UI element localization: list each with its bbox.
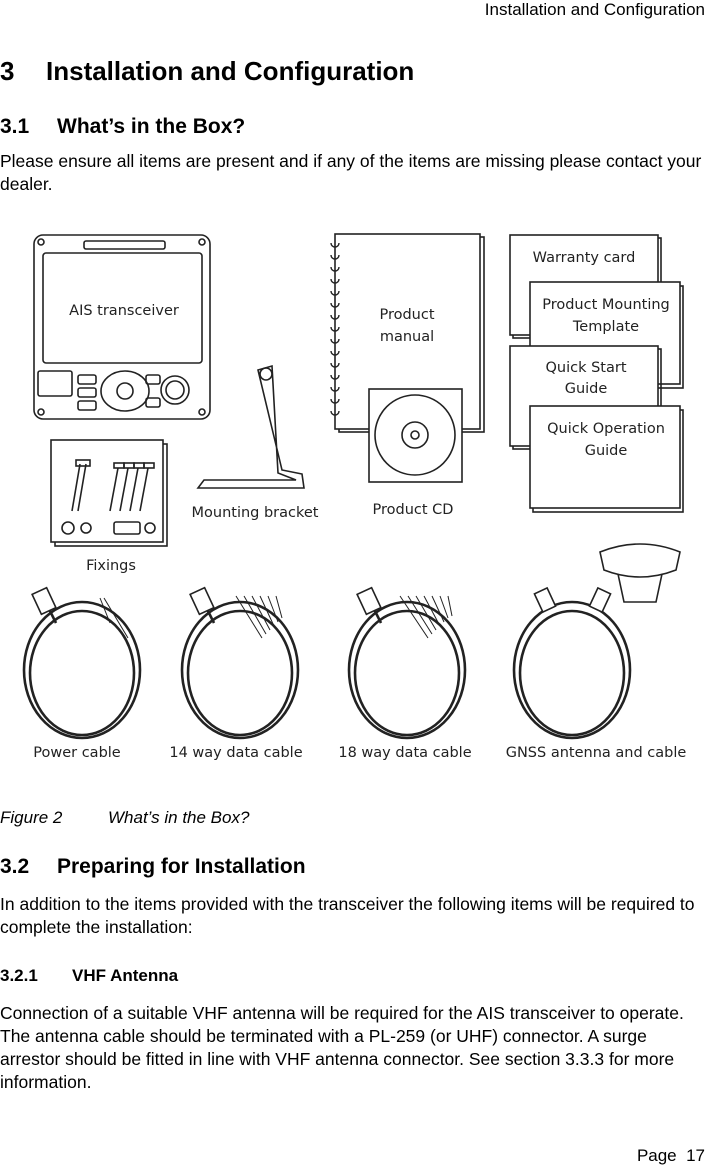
label-quick-operation-1: Quick Operation bbox=[547, 421, 665, 437]
label-quick-start-2: Guide bbox=[565, 381, 608, 397]
label-gnss-antenna-cable: GNSS antenna and cable bbox=[506, 745, 687, 761]
gnss-antenna-cable-illustration bbox=[512, 600, 632, 740]
section-3-2-body: In addition to the items provided with t… bbox=[0, 894, 695, 937]
label-quick-start-1: Quick Start bbox=[545, 360, 626, 376]
section-title: What’s in the Box? bbox=[57, 115, 246, 138]
section-3-1-body: Please ensure all items are present and … bbox=[0, 151, 702, 194]
mounting-bracket-illustration bbox=[196, 364, 305, 489]
quick-operation-guide-illustration bbox=[529, 405, 684, 513]
chapter-heading: 3 Installation and Configuration bbox=[0, 56, 414, 87]
gnss-antenna-dome bbox=[599, 543, 681, 603]
figure-caption: Figure 2 What’s in the Box? bbox=[0, 808, 249, 828]
label-product-manual-1: Product bbox=[379, 307, 434, 323]
chapter-number: 3 bbox=[0, 56, 15, 86]
data-cable-14-way-illustration bbox=[180, 595, 300, 740]
data-cable-18-way-illustration bbox=[347, 595, 467, 740]
subsection-number: 3.2.1 bbox=[0, 966, 38, 985]
label-power-cable: Power cable bbox=[33, 745, 121, 761]
power-cable-illustration bbox=[22, 597, 142, 740]
product-cd-illustration bbox=[368, 388, 463, 483]
chapter-title: Installation and Configuration bbox=[46, 56, 415, 86]
label-mounting-template-2: Template bbox=[572, 319, 639, 335]
figure-caption-label: Figure 2 bbox=[0, 808, 63, 827]
label-fixings: Fixings bbox=[86, 558, 136, 574]
section-heading-3-1: 3.1 What’s in the Box? bbox=[0, 115, 245, 139]
label-product-cd: Product CD bbox=[373, 502, 454, 518]
label-14-way-data-cable: 14 way data cable bbox=[169, 745, 302, 761]
page-number: Page 17 bbox=[636, 1146, 705, 1165]
figure-caption-text: What’s in the Box? bbox=[108, 808, 250, 827]
section-number: 3.2 bbox=[0, 855, 30, 878]
whats-in-the-box-figure: AIS transceiver Product manual Warranty … bbox=[22, 233, 687, 761]
label-18-way-data-cable: 18 way data cable bbox=[338, 745, 471, 761]
section-number: 3.1 bbox=[0, 115, 30, 138]
section-heading-3-2: 3.2 Preparing for Installation bbox=[0, 855, 306, 879]
subsection-title: VHF Antenna bbox=[72, 966, 179, 985]
label-ais-transceiver: AIS transceiver bbox=[69, 303, 179, 319]
subsection-3-2-1-body: Connection of a suitable VHF antenna wil… bbox=[0, 1003, 684, 1092]
ais-transceiver-illustration bbox=[33, 234, 211, 420]
label-product-manual-2: manual bbox=[380, 329, 434, 345]
subsection-heading-3-2-1: 3.2.1 VHF Antenna bbox=[0, 966, 178, 986]
fixings-illustration bbox=[50, 439, 168, 547]
running-header: Installation and Configuration bbox=[484, 0, 705, 19]
label-quick-operation-2: Guide bbox=[585, 443, 628, 459]
section-title: Preparing for Installation bbox=[57, 855, 306, 878]
label-mounting-template-1: Product Mounting bbox=[542, 297, 670, 313]
label-warranty-card: Warranty card bbox=[533, 250, 636, 266]
label-mounting-bracket: Mounting bracket bbox=[192, 505, 319, 521]
